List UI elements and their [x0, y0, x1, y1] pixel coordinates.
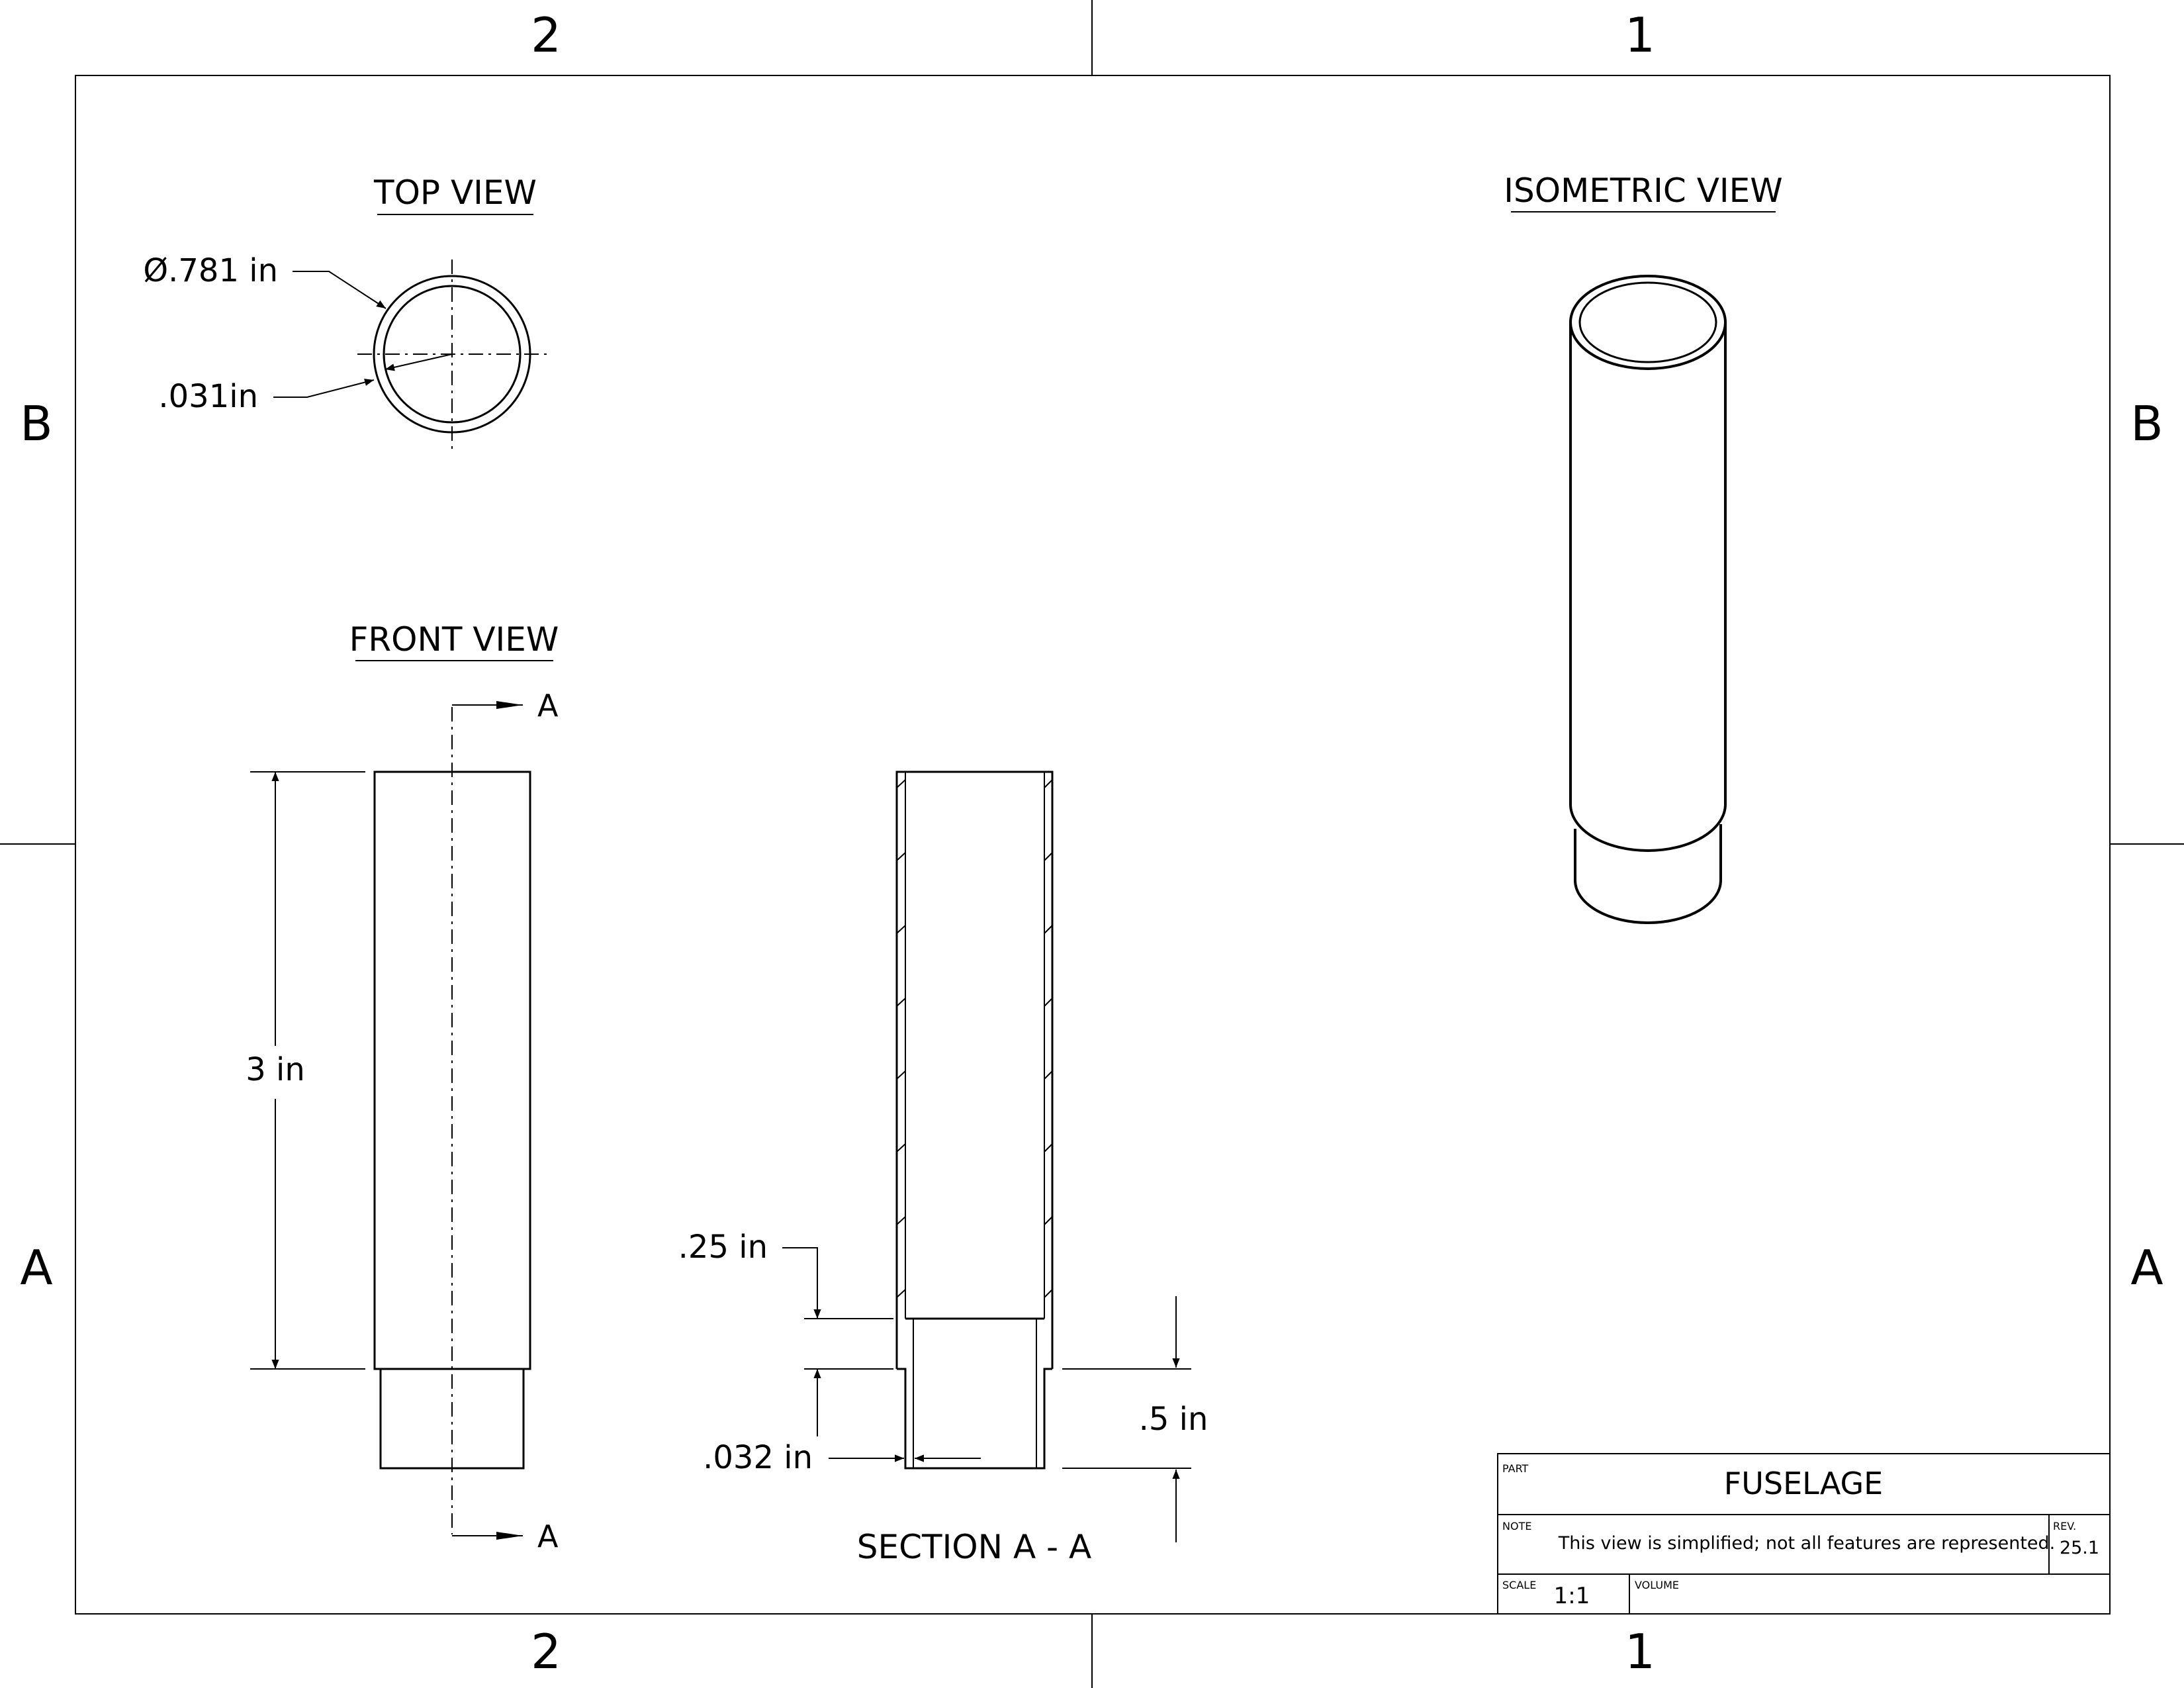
zone-col-1-top: 1	[1625, 7, 1655, 63]
volume-label: VOLUME	[1635, 1579, 1679, 1591]
section-step-length-dim: .5 in	[1139, 1401, 1208, 1438]
zone-row-b-left: B	[20, 396, 52, 451]
section-view-title: SECTION A - A	[857, 1528, 1091, 1566]
zone-col-1-bottom: 1	[1625, 1624, 1655, 1679]
isometric-view: ISOMETRIC VIEW	[1504, 171, 1783, 924]
note-label: NOTE	[1502, 1520, 1531, 1532]
zone-col-2-bottom: 2	[531, 1624, 561, 1679]
front-view-title: FRONT VIEW	[349, 620, 559, 659]
section-marker-bottom: A	[537, 1519, 559, 1554]
zone-row-a-left: A	[20, 1240, 52, 1295]
scale-value: 1:1	[1554, 1583, 1590, 1609]
isometric-view-title: ISOMETRIC VIEW	[1504, 171, 1782, 210]
zone-col-2-top: 2	[531, 7, 561, 63]
top-view-wall-dim: .031in	[158, 378, 258, 415]
rev-label: REV.	[2053, 1520, 2076, 1532]
zone-row-a-right: A	[2130, 1240, 2163, 1295]
title-block: PART FUSELAGE NOTE This view is simplifi…	[1497, 1453, 2111, 1615]
section-step-wall-dim: .032 in	[703, 1439, 813, 1476]
note-value: This view is simplified; not all feature…	[1558, 1533, 2056, 1554]
front-view-length-dim: 3 in	[246, 1051, 305, 1088]
section-step-depth-dim: .25 in	[678, 1229, 768, 1266]
top-view-title: TOP VIEW	[373, 173, 537, 212]
part-label: PART	[1502, 1462, 1529, 1475]
top-view-diameter-dim: Ø.781 in	[143, 252, 278, 289]
section-view: SECTION A - A .25 in .032 in .5 in	[678, 771, 1208, 1566]
scale-label: SCALE	[1502, 1579, 1536, 1591]
section-marker-top: A	[537, 688, 559, 724]
top-view: TOP VIEW Ø.781 in .031in	[143, 173, 547, 449]
rev-value: 25.1	[2060, 1538, 2099, 1558]
zone-row-b-right: B	[2130, 396, 2163, 451]
front-view: FRONT VIEW A A 3 in	[246, 620, 559, 1554]
part-value: FUSELAGE	[1724, 1466, 1883, 1501]
